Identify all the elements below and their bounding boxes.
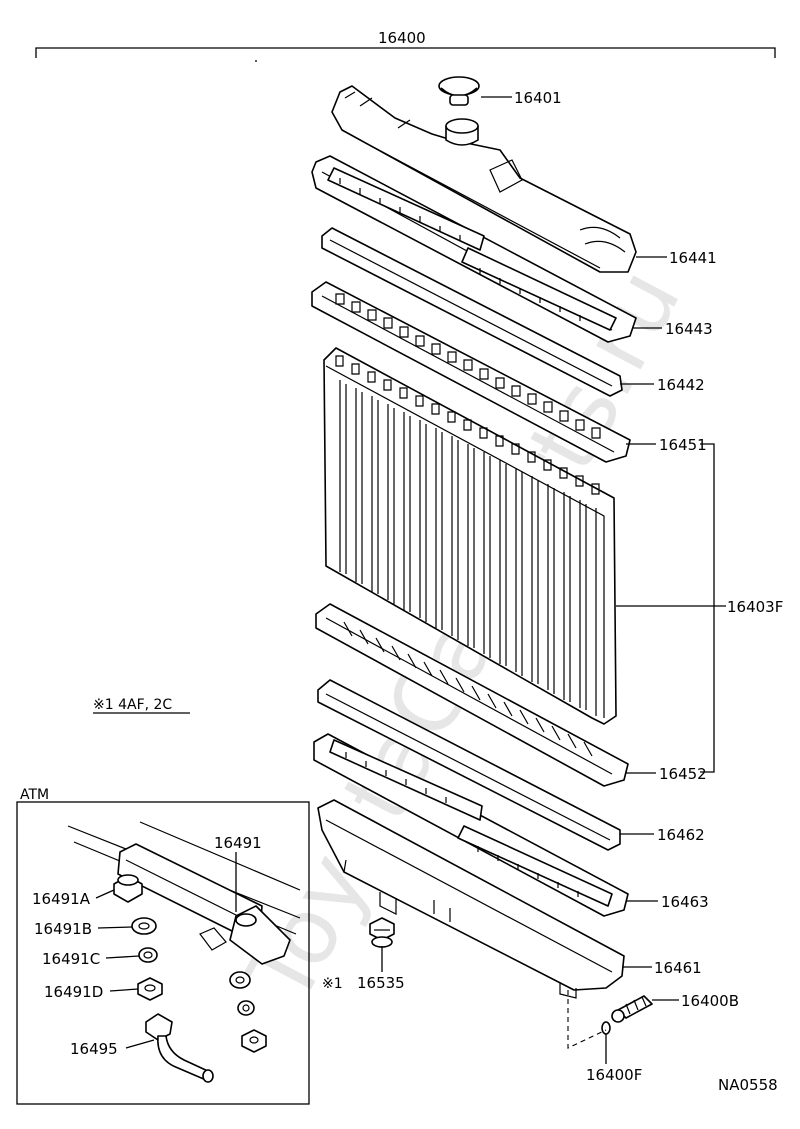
washer-16491C-part[interactable] <box>138 947 158 963</box>
upper-gasket-part[interactable] <box>321 227 623 397</box>
drain-cock-part[interactable] <box>611 995 653 1023</box>
part-label-16442[interactable]: 16442 <box>657 376 705 394</box>
part-label-16451[interactable]: 16451 <box>659 436 707 454</box>
hose-fitting-16495-part[interactable] <box>145 1013 214 1083</box>
part-label-16400B[interactable]: 16400B <box>681 992 739 1010</box>
cooler-fitting-part[interactable] <box>113 874 143 903</box>
part-label-16452[interactable]: 16452 <box>659 765 707 783</box>
upper-tank-part[interactable] <box>331 85 637 273</box>
assembly-line-drain <box>567 990 607 1049</box>
part-label-16400F[interactable]: 16400F <box>586 1066 642 1084</box>
right-fittings-stack[interactable] <box>229 971 267 1053</box>
note-marker-16535: ※1 <box>322 976 343 992</box>
leader-16491C <box>105 955 140 959</box>
upper-core-plate-part[interactable] <box>311 281 631 463</box>
part-label-16403F[interactable]: 16403F <box>727 598 783 616</box>
leader-16495 <box>125 1039 155 1049</box>
lower-core-plate-part[interactable] <box>315 603 629 787</box>
inset-title: ATM <box>20 787 49 803</box>
part-label-16491C[interactable]: 16491C <box>42 950 100 968</box>
part-label-16443[interactable]: 16443 <box>665 320 713 338</box>
part-label-16462[interactable]: 16462 <box>657 826 705 844</box>
mount-cushion-part[interactable] <box>369 917 395 948</box>
part-label-16491B[interactable]: 16491B <box>34 920 92 938</box>
part-label-16535[interactable]: 16535 <box>357 974 405 992</box>
assembly-bracket <box>35 47 776 62</box>
part-label-16491D[interactable]: 16491D <box>44 983 103 1001</box>
part-label-16491[interactable]: 16491 <box>214 834 262 852</box>
nut-16491D-part[interactable] <box>137 977 163 1001</box>
leader-16491B <box>97 926 133 929</box>
radiator-core-part[interactable] <box>323 347 617 725</box>
part-label-16491A[interactable]: 16491A <box>32 890 91 908</box>
oil-cooler-tube-part[interactable] <box>67 821 301 965</box>
part-label-16463[interactable]: 16463 <box>661 893 709 911</box>
atm-inset-frame <box>16 801 310 1105</box>
lower-plate-part[interactable] <box>313 733 629 917</box>
part-label-16461[interactable]: 16461 <box>654 959 702 977</box>
drawing-code: NA0558 <box>718 1076 778 1094</box>
leader-16491A <box>95 889 115 899</box>
gasket-16491B-part[interactable] <box>131 917 157 935</box>
applicability-note: ※1 4AF, 2C <box>93 697 172 713</box>
o-ring-part[interactable] <box>601 1021 611 1035</box>
radiator-cap-part[interactable] <box>438 76 480 106</box>
part-label-16495[interactable]: 16495 <box>70 1040 118 1058</box>
assembly-number-label[interactable]: 16400 <box>378 29 426 47</box>
leader-16491D <box>109 988 139 992</box>
core-assembly-bracket <box>616 443 726 773</box>
part-label-16441[interactable]: 16441 <box>669 249 717 267</box>
part-label-16401[interactable]: 16401 <box>514 89 562 107</box>
upper-plate-part[interactable] <box>311 155 637 343</box>
lower-gasket-part[interactable] <box>317 679 621 851</box>
lower-tank-part[interactable] <box>317 799 625 999</box>
